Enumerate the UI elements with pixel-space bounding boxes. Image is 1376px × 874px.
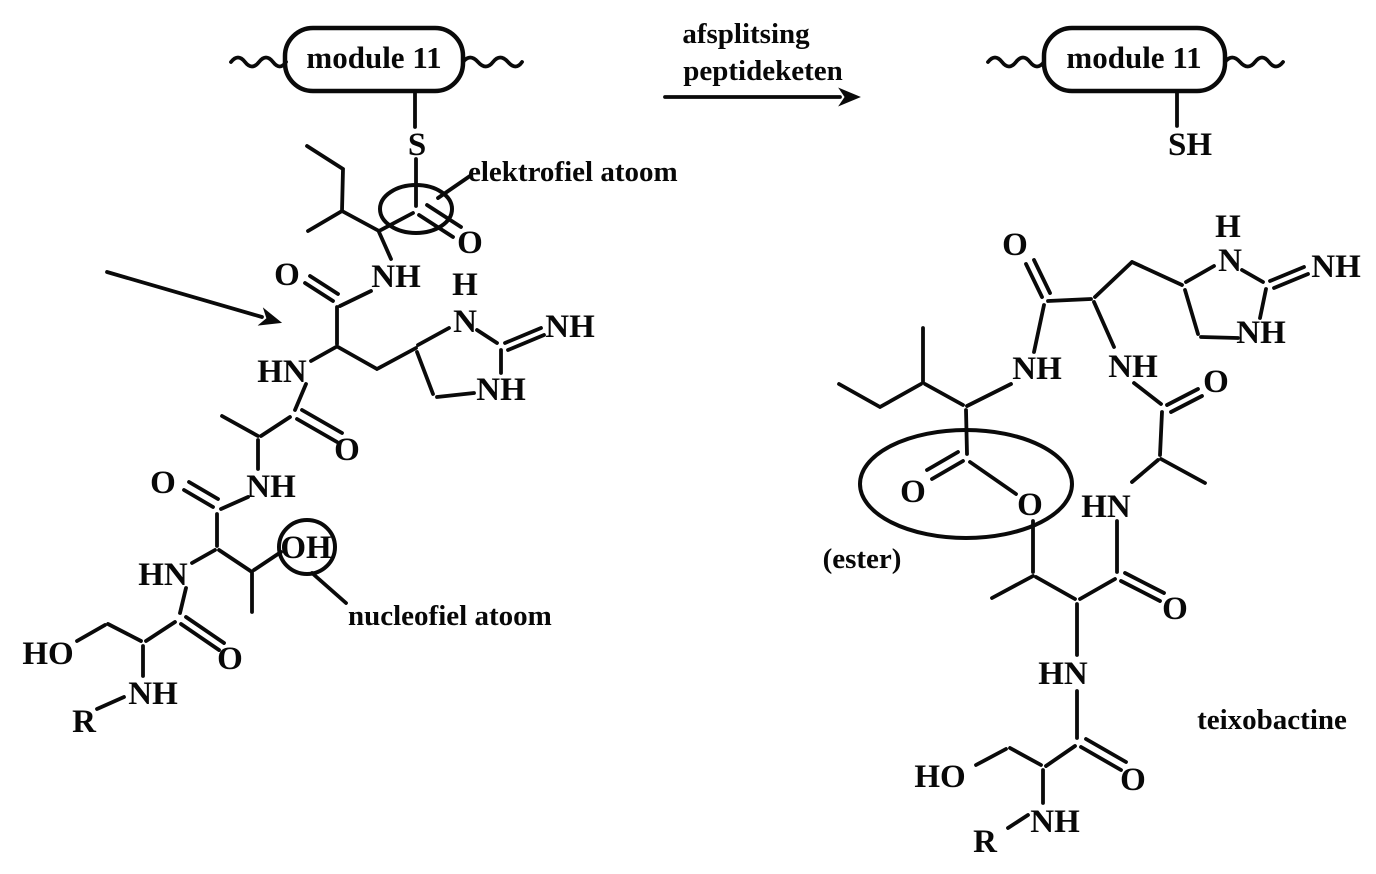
atom-nh-ring-2: NH bbox=[1236, 315, 1286, 351]
nucleophile-label: nucleofiel atoom bbox=[348, 600, 552, 632]
atom-nh-ring: NH bbox=[476, 372, 526, 408]
atom-hn-thr: HN bbox=[138, 557, 188, 593]
atom-nh-imine-2: NH bbox=[1311, 249, 1361, 285]
reaction-arrow-group: afsplitsing peptideketen bbox=[663, 18, 861, 107]
atom-o-ala: O bbox=[334, 432, 360, 468]
atom-r-group-2: R bbox=[973, 824, 998, 860]
product-bonds bbox=[837, 90, 1310, 830]
atom-sh-thiol: SH bbox=[1168, 127, 1212, 163]
electrophile-circle bbox=[378, 183, 454, 235]
product-name-label: teixobactine bbox=[1197, 704, 1347, 736]
atom-s-thioester: S bbox=[408, 127, 426, 163]
nucleophile-circle bbox=[277, 518, 337, 576]
ester-label: (ester) bbox=[823, 543, 902, 575]
atom-nh-ala: NH bbox=[246, 469, 296, 505]
electrophile-pointer-line bbox=[436, 174, 472, 200]
attack-arrow bbox=[105, 270, 283, 326]
atom-o-ester-carbonyl: O bbox=[900, 474, 926, 510]
atom-n-ring-2: N bbox=[1218, 243, 1242, 279]
atom-o-ser: O bbox=[217, 641, 243, 677]
atom-n-ring: N bbox=[453, 304, 477, 340]
atom-o-ser-2: O bbox=[1120, 762, 1146, 798]
electrophile-label: elektrofiel atoom bbox=[468, 156, 678, 188]
atom-hn-ala-2: HN bbox=[1081, 489, 1131, 525]
atom-h-ring-2: H bbox=[1215, 209, 1241, 245]
atom-nh-end-2: NH bbox=[1108, 349, 1158, 385]
reactant-structure: module 11 S O NH O H N NH NH HN O NH O H… bbox=[22, 25, 678, 740]
arrow-caption-line1: afsplitsing bbox=[682, 18, 810, 50]
atom-r-group: R bbox=[72, 704, 97, 740]
carrier-squiggle-left-2 bbox=[986, 55, 1046, 69]
atom-hn-thr-2: HN bbox=[1038, 656, 1088, 692]
carrier-squiggle-left bbox=[229, 55, 288, 69]
nucleophile-pointer-line bbox=[310, 571, 348, 605]
atom-nh-ser: NH bbox=[128, 676, 178, 712]
atom-nh-ile-2: NH bbox=[1012, 351, 1062, 387]
reactant-bonds bbox=[75, 90, 546, 711]
carrier-squiggle-right bbox=[461, 55, 524, 69]
arrow-caption-line2: peptideketen bbox=[683, 55, 843, 87]
atom-nh-ile: NH bbox=[371, 259, 421, 295]
atom-o-thioester: O bbox=[457, 225, 483, 261]
atom-ho-ser: HO bbox=[22, 636, 73, 672]
atom-hn-end: HN bbox=[257, 354, 307, 390]
atom-ho-ser-2: HO bbox=[914, 759, 965, 795]
product-structure: module 11 SH O H N NH NH NH NH O O O HN … bbox=[823, 25, 1361, 860]
atom-h-ring: H bbox=[452, 267, 478, 303]
atom-o-end: O bbox=[274, 257, 300, 293]
module-label-right: module 11 bbox=[1066, 40, 1201, 75]
atom-nh-ser-2: NH bbox=[1030, 804, 1080, 840]
carrier-squiggle-right-2 bbox=[1223, 55, 1285, 69]
atom-oh-thr: OH bbox=[280, 530, 332, 566]
atom-o-thr-2: O bbox=[1162, 591, 1188, 627]
module-label-left: module 11 bbox=[306, 40, 441, 75]
ester-ellipse bbox=[858, 428, 1074, 540]
atom-o-ala-2: O bbox=[1203, 364, 1229, 400]
atom-o-thr: O bbox=[150, 465, 176, 501]
atom-o-end-2: O bbox=[1002, 227, 1028, 263]
atom-o-ester: O bbox=[1017, 487, 1043, 523]
atom-nh-imine: NH bbox=[545, 309, 595, 345]
